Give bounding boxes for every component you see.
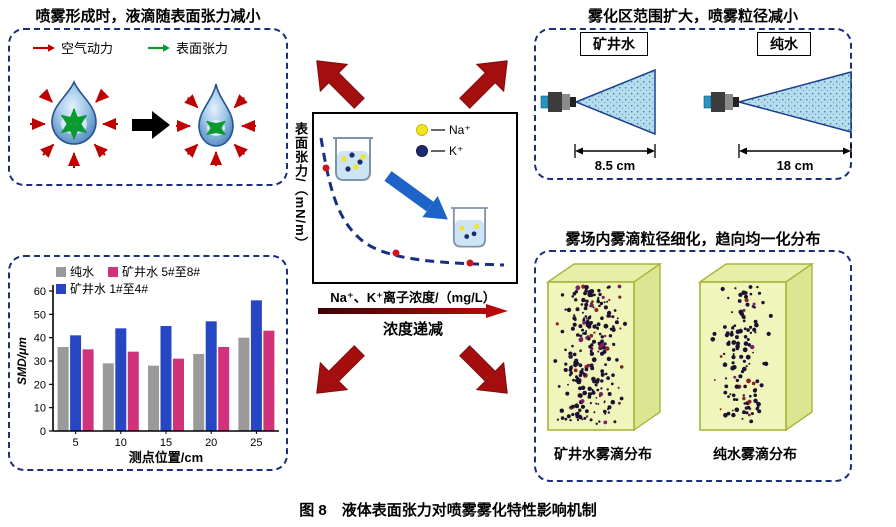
mine-water-distance: 8.5 cm <box>595 158 635 173</box>
center-x-axis-label: Na⁺、K⁺离子浓度/（mg/L） <box>330 290 496 305</box>
nozzle-icon <box>540 92 576 112</box>
svg-text:20: 20 <box>205 437 217 449</box>
legend-swatch-mine-5-8 <box>108 266 119 277</box>
svg-text:25: 25 <box>250 437 262 449</box>
svg-text:10: 10 <box>115 437 127 449</box>
k-legend-label: K⁺ <box>449 144 463 158</box>
legend-pure-water: 纯水 <box>56 263 94 280</box>
na-legend-label: Na⁺ <box>449 123 471 137</box>
diagonal-arrow-up-right-icon <box>459 60 508 109</box>
top-right-title: 雾化区范围扩大，喷雾粒径减小 <box>587 8 798 25</box>
aero-arrows-a <box>30 88 118 168</box>
legend-aero: 空气动力 <box>32 38 113 57</box>
svg-text:测点位置/cm: 测点位置/cm <box>129 450 203 465</box>
tension-decay-curve <box>319 137 505 267</box>
beaker-icon <box>451 207 488 248</box>
concentration-arrow-icon <box>318 304 508 318</box>
svg-text:30: 30 <box>34 356 46 368</box>
beaker-icon <box>333 137 373 181</box>
droplet-dots <box>553 284 628 425</box>
nozzle-icon <box>703 92 739 112</box>
center-chart: Na⁺ K⁺ <box>312 112 518 284</box>
red-arrow-icon <box>33 43 55 52</box>
mine-water-3d-box <box>545 262 663 432</box>
elongated-droplet <box>198 83 234 147</box>
tension-arrows-b <box>206 120 226 136</box>
pure-water-spray-graphic: 18 cm <box>703 71 852 173</box>
svg-text:50: 50 <box>34 309 46 321</box>
droplet-dots <box>710 285 773 424</box>
distance-measure: 8.5 cm <box>574 144 656 173</box>
tension-arrows-a <box>60 108 88 140</box>
droplet-legend: 空气动力 表面张力 <box>32 38 228 57</box>
droplet-graphic <box>30 79 256 168</box>
curve-markers <box>322 164 474 267</box>
diagonal-arrow-down-left-icon <box>316 345 365 394</box>
diagonal-arrow-down-right-icon <box>459 345 508 394</box>
bar-chart-panel: 0 10 20 30 40 50 60 5 10 15 20 25 SMD/μm 测点位置/cm 纯水 矿… <box>8 255 288 471</box>
center-chart-graphic: Na⁺ K⁺ <box>319 123 505 267</box>
pure-water-3d-box <box>697 262 815 432</box>
bar-chart-legend: 纯水 矿井水 5#至8# 矿井水 1#至4# <box>56 263 274 297</box>
smd-bar-chart: 0 10 20 30 40 50 60 5 10 15 20 25 SMD/μm 测点位置/cm <box>15 285 279 465</box>
svg-text:60: 60 <box>34 286 46 298</box>
bottom-right-title: 雾场内雾滴粒径细化，趋向均一化分布 <box>565 231 821 248</box>
legend-aero-label: 空气动力 <box>61 41 114 56</box>
spray-cone <box>574 68 656 136</box>
aero-arrows-b <box>176 94 256 166</box>
legend-swatch-mine-1-4 <box>56 283 66 294</box>
svg-text:SMD/μm: SMD/μm <box>15 337 29 385</box>
decrease-arrow-icon <box>384 171 448 220</box>
svg-text:10: 10 <box>34 403 46 415</box>
legend-tension-label: 表面张力 <box>176 41 229 56</box>
svg-text:40: 40 <box>34 333 46 345</box>
svg-text:5: 5 <box>73 437 79 449</box>
top-left-title: 喷雾形成时，液滴随表面张力减小 <box>35 8 261 25</box>
distance-measure: 18 cm <box>738 144 852 173</box>
center-y-axis-label: 表面张力/（mN/m） <box>293 122 308 251</box>
pure-water-distribution: 纯水雾滴分布 <box>692 258 818 464</box>
spray-unit-mine-water: 矿井水 <box>540 32 695 174</box>
mine-water-label: 矿井水 <box>580 32 648 56</box>
mine-water-spray-graphic: 8.5 cm <box>540 68 656 173</box>
green-arrow-icon <box>148 43 171 52</box>
legend-mine-1-4: 矿井水 1#至4# <box>56 280 148 297</box>
pure-water-label: 纯水 <box>757 32 811 56</box>
pure-water-distribution-label: 纯水雾滴分布 <box>713 446 797 462</box>
svg-text:15: 15 <box>160 437 172 449</box>
distribution-row: 矿井水雾滴分布 纯水雾滴分布 <box>540 258 818 464</box>
svg-text:20: 20 <box>34 379 46 391</box>
spray-cone <box>736 71 852 133</box>
transition-arrow-icon <box>132 111 170 139</box>
legend-tension: 表面张力 <box>147 38 228 57</box>
concentration-decrease-label: 浓度递减 <box>382 321 443 338</box>
mine-water-distribution-label: 矿井水雾滴分布 <box>554 446 652 462</box>
spray-unit-pure-water: 纯水 <box>703 32 858 174</box>
legend-swatch-pure <box>56 266 66 277</box>
figure-caption: 图 8 液体表面张力对喷雾雾化特性影响机制 <box>299 502 597 519</box>
pure-water-distance: 18 cm <box>777 158 814 173</box>
droplet-panel: 空气动力 表面张力 <box>8 28 288 186</box>
center-legend: Na⁺ K⁺ <box>416 123 471 158</box>
diagonal-arrow-up-left-icon <box>316 60 365 109</box>
svg-text:0: 0 <box>40 426 46 438</box>
spray-row: 矿井水 <box>540 32 858 174</box>
mine-water-distribution: 矿井水雾滴分布 <box>540 258 666 464</box>
legend-mine-5-8: 矿井水 5#至8# <box>108 263 200 280</box>
